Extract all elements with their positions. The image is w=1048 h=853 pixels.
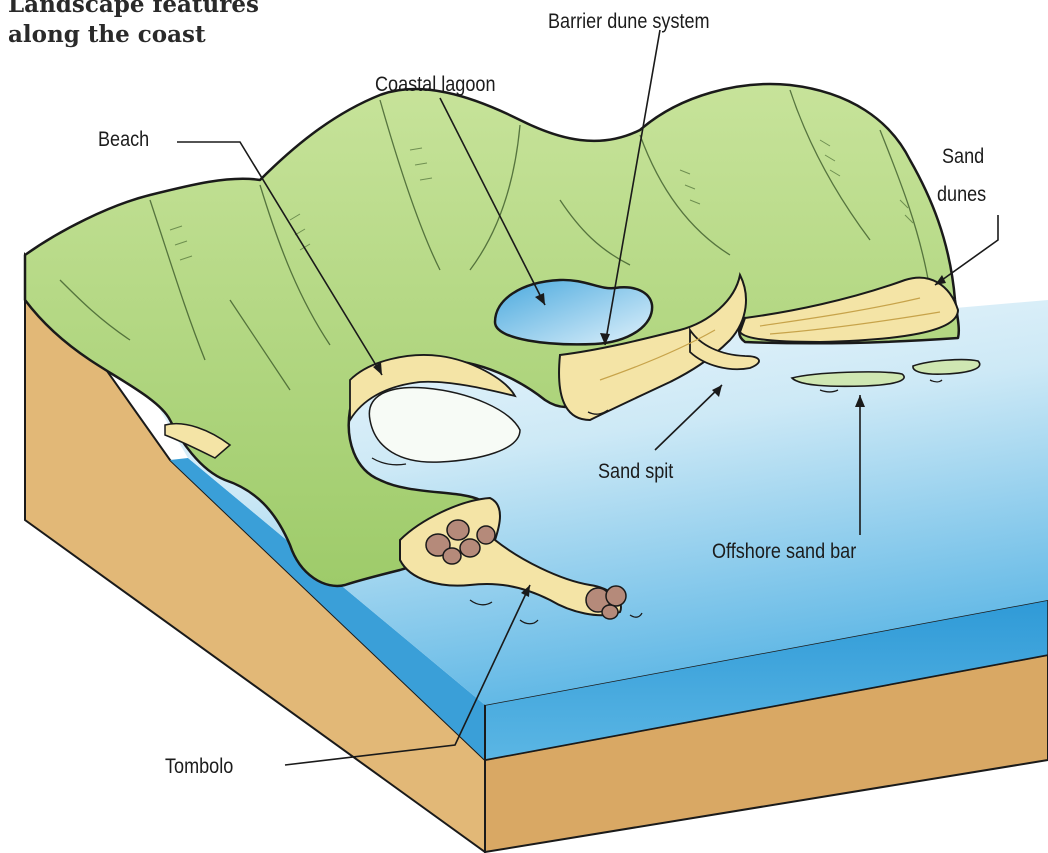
label-sand-dunes-line2: dunes xyxy=(937,183,986,207)
diagram-title: Landscape features along the coast xyxy=(8,0,259,50)
label-offshore-sand-bar: Offshore sand bar xyxy=(712,540,856,564)
label-beach: Beach xyxy=(98,128,149,152)
label-barrier-dune-system: Barrier dune system xyxy=(548,10,710,34)
coastal-lagoon xyxy=(495,280,652,344)
label-sand-dunes-line1: Sand xyxy=(942,145,984,169)
title-line-2: along the coast xyxy=(8,20,259,50)
label-tombolo: Tombolo xyxy=(165,755,233,779)
label-coastal-lagoon: Coastal lagoon xyxy=(375,73,495,97)
title-line-1: Landscape features xyxy=(8,0,259,20)
label-sand-spit: Sand spit xyxy=(598,460,673,484)
